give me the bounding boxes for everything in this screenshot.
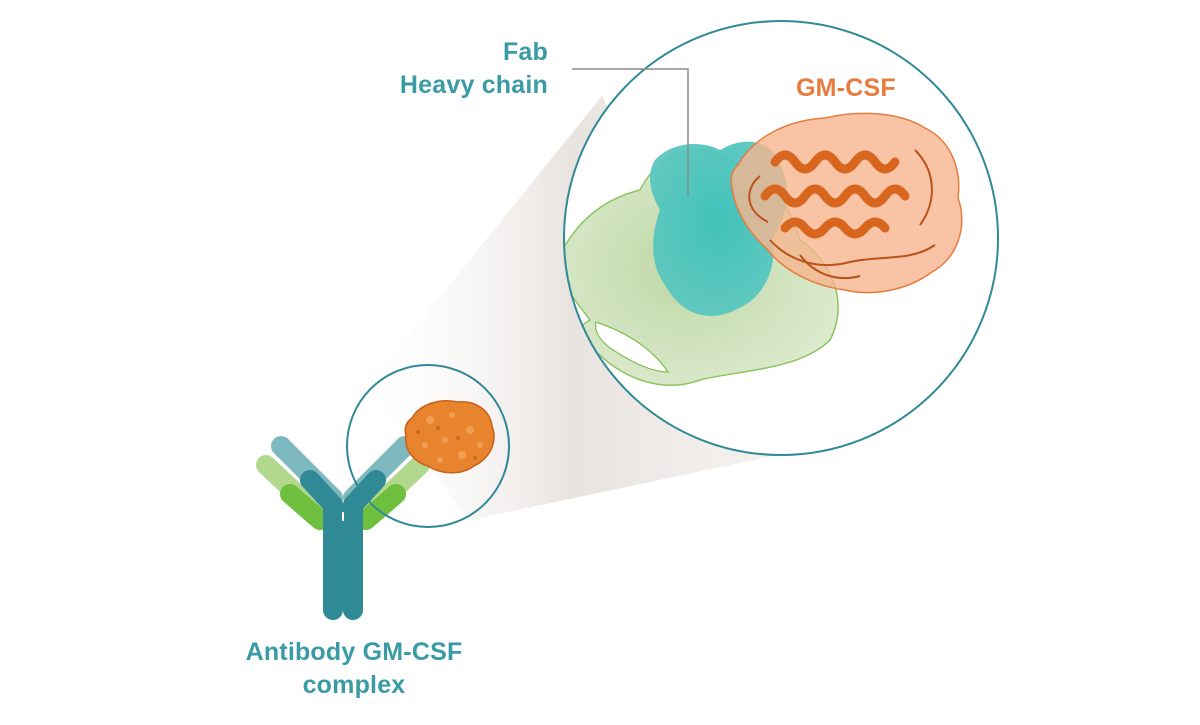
complex-caption-line2: complex <box>302 671 406 699</box>
zoom-circle-outline <box>563 20 999 456</box>
gm-csf-loops <box>748 149 936 280</box>
fab-heavy-chain-label: Fab Heavy chain <box>400 36 548 102</box>
small-zoom-circle <box>346 364 510 528</box>
fab-label-line1: Fab <box>502 38 548 66</box>
fab-label-line2: Heavy chain <box>399 71 548 99</box>
gm-csf-ribbon <box>760 150 910 239</box>
gm-csf-label: GM-CSF <box>796 74 896 102</box>
antibody-complex-caption: Antibody GM-CSF complex <box>224 636 484 702</box>
complex-caption-line1: Antibody GM-CSF <box>245 638 463 666</box>
gm-csf-surface-blob <box>404 400 495 474</box>
fab-leader-line <box>572 68 689 196</box>
